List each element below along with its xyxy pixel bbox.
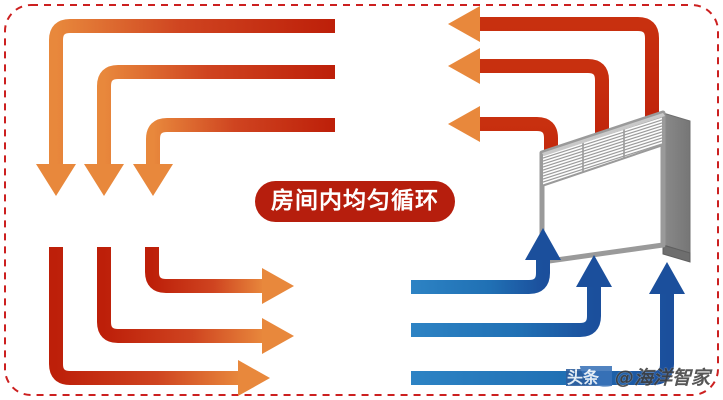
arrowhead-left bbox=[448, 106, 480, 142]
arrowhead-up bbox=[649, 262, 685, 294]
flow-path bbox=[478, 117, 558, 184]
flow-path bbox=[146, 118, 335, 168]
flow-path bbox=[478, 59, 609, 168]
flow-warm-floor-mid bbox=[97, 247, 294, 354]
flow-path bbox=[49, 247, 240, 385]
arrowhead-left bbox=[448, 6, 480, 42]
flow-cool-intake-top bbox=[411, 228, 561, 294]
unit-foot bbox=[662, 244, 691, 263]
dashed-border bbox=[4, 4, 719, 396]
flow-path bbox=[478, 17, 659, 150]
unit-top-edge bbox=[542, 113, 665, 156]
flow-group-upper-left bbox=[36, 19, 335, 196]
flow-cool-intake-mid bbox=[411, 255, 612, 337]
arrowhead-up bbox=[525, 228, 561, 260]
flow-warm-supply-low bbox=[448, 106, 558, 184]
arrowhead-right bbox=[262, 318, 294, 354]
flow-warm-supply-mid bbox=[448, 48, 609, 168]
arrowhead-down bbox=[133, 164, 173, 196]
flow-group-lower-right bbox=[411, 228, 685, 385]
unit-right-side bbox=[662, 112, 691, 254]
air-conditioner-unit[interactable] bbox=[539, 110, 691, 265]
center-label: 房间内均匀循环 bbox=[255, 181, 455, 222]
flow-warm-return-low bbox=[133, 118, 335, 196]
flow-path bbox=[411, 285, 601, 337]
arrowhead-left bbox=[448, 48, 480, 84]
watermark: 头条 @海洋智家 bbox=[566, 365, 710, 391]
flow-path bbox=[411, 258, 550, 294]
flow-warm-return-mid bbox=[84, 65, 335, 196]
arrowhead-up bbox=[576, 255, 612, 287]
flow-cool-intake-low bbox=[411, 262, 685, 385]
flow-group-upper-right bbox=[448, 6, 659, 184]
arrowhead-right bbox=[238, 360, 270, 396]
flow-path bbox=[97, 65, 335, 168]
flow-warm-supply-top bbox=[448, 6, 659, 150]
flow-warm-floor-low bbox=[49, 247, 270, 396]
arrowhead-down bbox=[84, 164, 124, 196]
flow-warm-floor-top bbox=[145, 247, 294, 304]
toutiao-logo-icon: 头条 bbox=[566, 366, 612, 390]
flow-path bbox=[49, 19, 335, 168]
flow-warm-return-top bbox=[36, 19, 335, 196]
watermark-handle: @海洋智家 bbox=[615, 366, 711, 389]
watermark-logo-text: 头条 bbox=[567, 368, 600, 387]
flow-path bbox=[97, 247, 264, 343]
arrowhead-down bbox=[36, 164, 76, 196]
flow-group-lower-left bbox=[49, 247, 294, 396]
flow-path bbox=[411, 292, 674, 385]
flow-path bbox=[145, 247, 264, 293]
arrowhead-right bbox=[262, 268, 294, 304]
